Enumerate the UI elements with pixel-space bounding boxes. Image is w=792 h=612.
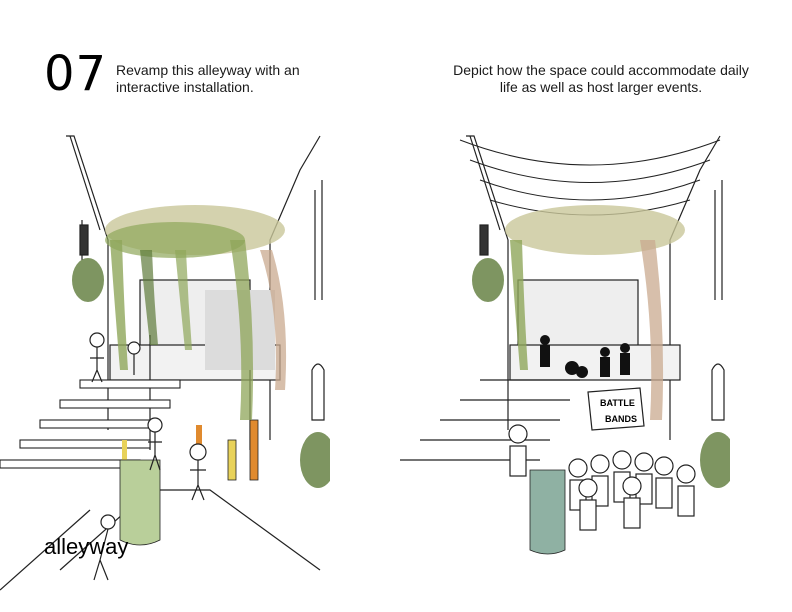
page-number: 07	[44, 46, 108, 102]
green-bench	[119, 459, 161, 546]
alleyway-event-sketch: BATTLE BANDS	[400, 130, 730, 600]
hanging-foliage	[72, 205, 330, 488]
caption-left: Revamp this alleyway with an interactive…	[116, 62, 300, 95]
banner-line-1: BATTLE	[600, 398, 635, 408]
crowd	[508, 424, 696, 531]
building-lines	[0, 135, 325, 591]
band-silhouettes	[540, 335, 630, 378]
teal-bench	[529, 469, 566, 555]
color-posts	[122, 419, 259, 481]
battle-of-bands-banner: BATTLE BANDS	[587, 387, 645, 431]
hanging-foliage	[472, 205, 730, 488]
banner-line-2: BANDS	[605, 414, 637, 424]
string-lights	[459, 139, 721, 216]
building-lines	[400, 135, 725, 461]
stick-figures	[89, 332, 207, 581]
caption-right: Depict how the space could accommodate d…	[453, 62, 749, 95]
footer-label: alleyway	[44, 534, 129, 559]
alleyway-everyday-sketch	[0, 130, 330, 600]
